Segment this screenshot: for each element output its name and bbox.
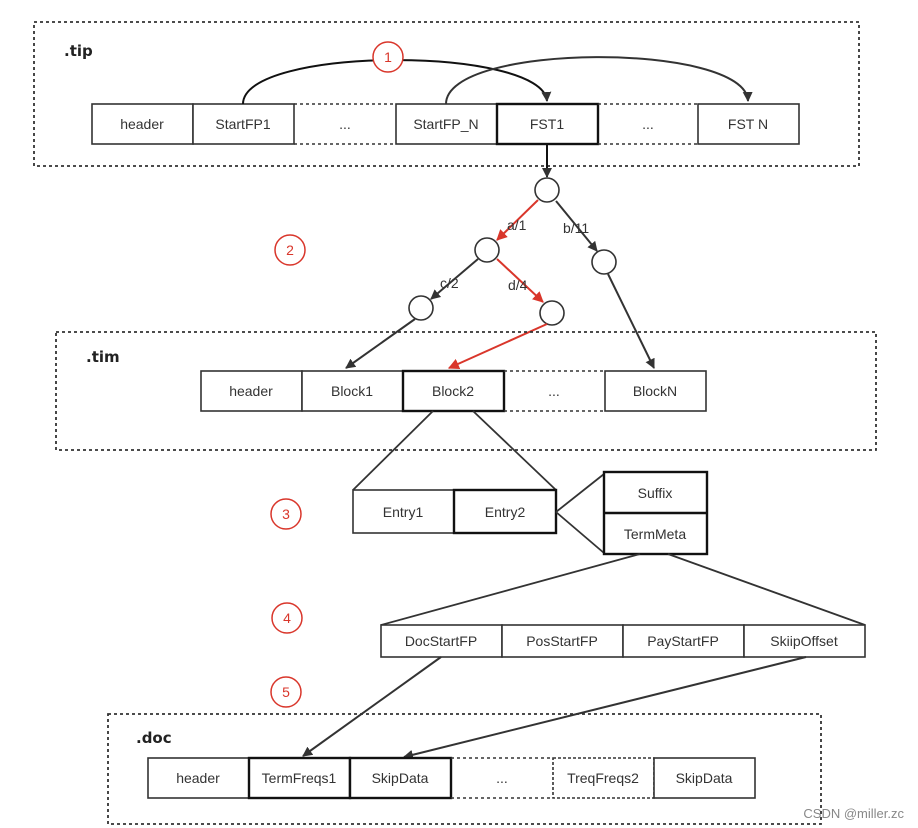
pointer-startfpn-to-fstn bbox=[445, 56, 753, 105]
entry-cell-entry1: Entry1 bbox=[383, 504, 424, 520]
entry-cell-entry2: Entry2 bbox=[485, 504, 526, 520]
tim-cell-block2: Block2 bbox=[432, 383, 474, 399]
meta-cell-docstartfp: DocStartFP bbox=[405, 633, 477, 649]
edge-b-to-blockn bbox=[607, 273, 655, 369]
fst-node-c bbox=[408, 295, 434, 321]
edge-b bbox=[555, 200, 598, 252]
fst-node-a bbox=[474, 237, 500, 263]
watermark: CSDN @miller.zc bbox=[803, 806, 904, 821]
tip-cell-header: header bbox=[120, 116, 164, 132]
tim-section-label: .tim bbox=[86, 348, 120, 366]
doc-cell-termfreqs1: TermFreqs1 bbox=[262, 770, 337, 786]
step-5-number: 5 bbox=[282, 684, 290, 700]
tip-cell-ellipsis-2: ... bbox=[642, 116, 654, 132]
doc-cell-treqfreqs2: TreqFreqs2 bbox=[567, 770, 639, 786]
edge-d-to-block2 bbox=[447, 323, 548, 369]
expand-termmeta-left bbox=[380, 553, 641, 626]
meta-cell-paystartfp: PayStartFP bbox=[647, 633, 719, 649]
step-3-number: 3 bbox=[282, 506, 290, 522]
doc-cell-header: header bbox=[176, 770, 220, 786]
step-2-marker bbox=[274, 234, 306, 266]
edge-d bbox=[496, 258, 544, 303]
pointer-docstartfp-to-termfreqs1 bbox=[302, 656, 442, 757]
expand-block2-left bbox=[352, 410, 434, 491]
tip-cell-startfp-n: StartFP_N bbox=[413, 116, 478, 132]
tip-cell-fst1: FST1 bbox=[530, 116, 564, 132]
tip-cell-startfp1: StartFP1 bbox=[215, 116, 270, 132]
doc-cell-skipdata-2: SkipData bbox=[676, 770, 733, 786]
expand-termmeta-right bbox=[667, 553, 866, 626]
doc-section-border bbox=[107, 713, 822, 825]
fst-node-b bbox=[591, 249, 617, 275]
tip-cell-ellipsis-1: ... bbox=[339, 116, 351, 132]
pointer-skipoffset-to-skipdata bbox=[403, 656, 807, 760]
tip-section-label: .tip bbox=[64, 42, 93, 60]
doc-section-label: .doc bbox=[136, 729, 172, 747]
tim-row: header Block1 Block2 ... BlockN bbox=[200, 369, 707, 413]
edge-c bbox=[430, 258, 479, 300]
step-5-marker bbox=[270, 676, 302, 708]
edge-c-to-block1 bbox=[345, 318, 416, 369]
meta-cell-posstartfp: PosStartFP bbox=[526, 633, 598, 649]
entry-detail-termmeta: TermMeta bbox=[624, 526, 686, 542]
edge-label-b: b/11 bbox=[563, 220, 589, 236]
expand-entry2-bottom bbox=[555, 511, 605, 554]
termmeta-row: DocStartFP PosStartFP PayStartFP SkiipOf… bbox=[380, 624, 866, 658]
step-2-number: 2 bbox=[286, 242, 294, 258]
tip-row: header StartFP1 ... StartFP_N FST1 ... F… bbox=[91, 102, 800, 146]
edge-label-d: d/4 bbox=[508, 277, 528, 293]
edge-label-c: c/2 bbox=[440, 275, 459, 291]
doc-row: header TermFreqs1 SkipData ... TreqFreqs… bbox=[147, 756, 756, 800]
tim-cell-block1: Block1 bbox=[331, 383, 373, 399]
step-1-number: 1 bbox=[384, 49, 392, 65]
edge-a bbox=[496, 199, 539, 241]
entry-detail-stack: Suffix TermMeta bbox=[602, 470, 709, 556]
entry-detail-suffix: Suffix bbox=[638, 485, 673, 501]
doc-cell-ellipsis: ... bbox=[496, 770, 508, 786]
meta-cell-skipoffset: SkiipOffset bbox=[770, 633, 838, 649]
step-1-marker bbox=[372, 41, 404, 73]
step-4-marker bbox=[271, 602, 303, 634]
tip-cell-fst-n: FST N bbox=[728, 116, 768, 132]
edge-label-a: a/1 bbox=[507, 217, 527, 233]
tip-section-border bbox=[33, 21, 860, 167]
tim-cell-blockn: BlockN bbox=[633, 383, 677, 399]
expand-block2-right bbox=[472, 410, 557, 491]
tim-cell-header: header bbox=[229, 383, 273, 399]
tim-section-border bbox=[55, 331, 877, 451]
expand-entry2-top bbox=[555, 473, 605, 513]
tim-cell-ellipsis: ... bbox=[548, 383, 560, 399]
step-4-number: 4 bbox=[283, 610, 291, 626]
fst-node-root bbox=[534, 177, 560, 203]
step-3-marker bbox=[270, 498, 302, 530]
entry-row: Entry1 Entry2 bbox=[352, 488, 558, 535]
fst-node-d bbox=[539, 300, 565, 326]
doc-cell-skipdata-1: SkipData bbox=[372, 770, 429, 786]
